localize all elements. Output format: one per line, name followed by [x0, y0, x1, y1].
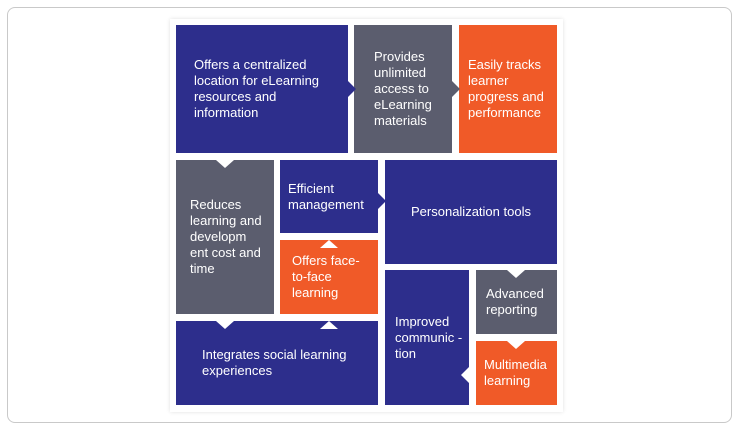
tile-tracks-progress-text: Easily tracks learner progress and perfo…	[468, 57, 544, 120]
tile-centralized-location-text: Offers a centralized location for eLearn…	[194, 57, 320, 120]
tile-face-to-face: Offers face-to-face learning	[280, 240, 378, 314]
arrow-down-connector-1	[216, 160, 234, 168]
tile-advanced-reporting: Advanced reporting	[476, 270, 557, 334]
benefits-diagram: Offers a centralized location for eLearn…	[170, 19, 563, 412]
arrow-right-connector-3	[378, 193, 386, 209]
tile-efficient-management-text: Efficient management	[288, 180, 364, 212]
arrow-right-connector-2	[452, 81, 460, 97]
tile-social-learning-text: Integrates social learning experiences	[202, 347, 347, 378]
tile-personalization-tools-text: Personalization tools	[411, 204, 531, 219]
tile-multimedia-learning-text: Multimedia learning	[484, 357, 547, 388]
tile-centralized-location: Offers a centralized location for eLearn…	[176, 25, 348, 153]
tile-social-learning: Integrates social learning experiences	[176, 321, 378, 405]
tile-multimedia-learning: Multimedia learning	[476, 341, 557, 405]
arrow-up-connector-2	[320, 321, 338, 329]
tile-unlimited-access: Provides unlimited access to eLearning m…	[354, 25, 452, 153]
tile-advanced-reporting-text: Advanced reporting	[486, 286, 544, 317]
tile-reduces-cost-text: Reduces learning and developm ent cost a…	[190, 197, 262, 276]
tile-unlimited-access-text: Provides unlimited access to eLearning m…	[374, 49, 432, 128]
tile-improved-communication-text: Improved communic -tion	[395, 313, 463, 361]
arrow-down-connector-2	[216, 321, 234, 329]
tile-personalization-tools: Personalization tools	[385, 160, 557, 264]
tile-reduces-cost: Reduces learning and developm ent cost a…	[176, 160, 274, 314]
arrow-right-connector-1	[348, 81, 356, 97]
arrow-down-connector-3	[507, 270, 525, 278]
tile-efficient-management: Efficient management	[280, 160, 378, 233]
arrow-left-connector-1	[461, 367, 469, 383]
tile-improved-communication: Improved communic -tion	[385, 270, 469, 405]
arrow-down-connector-4	[507, 341, 525, 349]
tile-face-to-face-text: Offers face-to-face learning	[292, 253, 360, 300]
tile-tracks-progress: Easily tracks learner progress and perfo…	[459, 25, 557, 153]
arrow-up-connector-1	[320, 240, 338, 248]
